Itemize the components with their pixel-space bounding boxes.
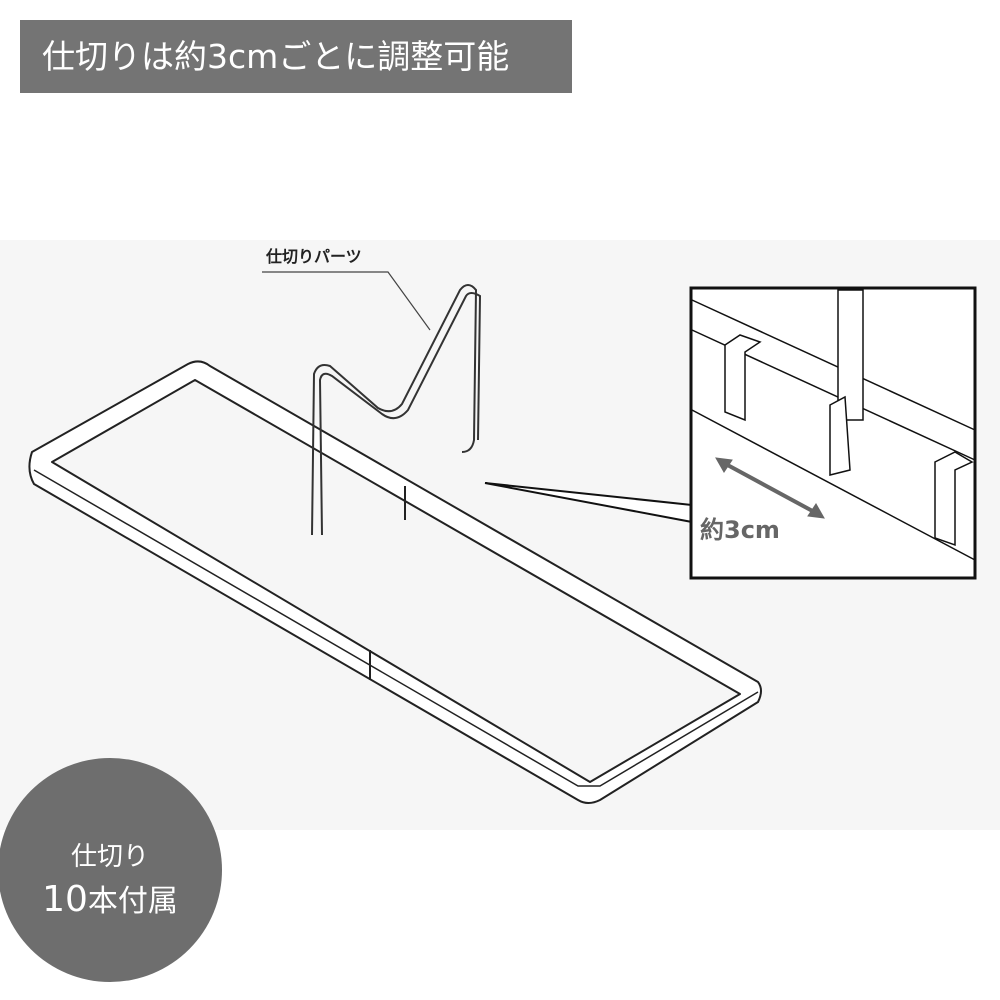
badge-line2: 10本付属	[0, 876, 222, 920]
inset-pointer	[484, 482, 693, 524]
divider-part	[311, 284, 482, 536]
badge-unit: 本付属	[87, 884, 178, 919]
divider-part-label: 仕切りパーツ	[266, 247, 362, 266]
callout-leader	[262, 271, 431, 331]
badge-line1: 仕切り	[70, 842, 149, 872]
spacing-label: 約3cm	[700, 516, 780, 544]
inset-detail	[689, 286, 977, 580]
included-dividers-badge: 仕切り 10本付属	[0, 758, 222, 982]
tray-inner-rim	[51, 379, 741, 783]
headline-banner: 仕切りは約3cmごとに調整可能	[20, 20, 572, 93]
badge-count: 10	[42, 879, 88, 920]
